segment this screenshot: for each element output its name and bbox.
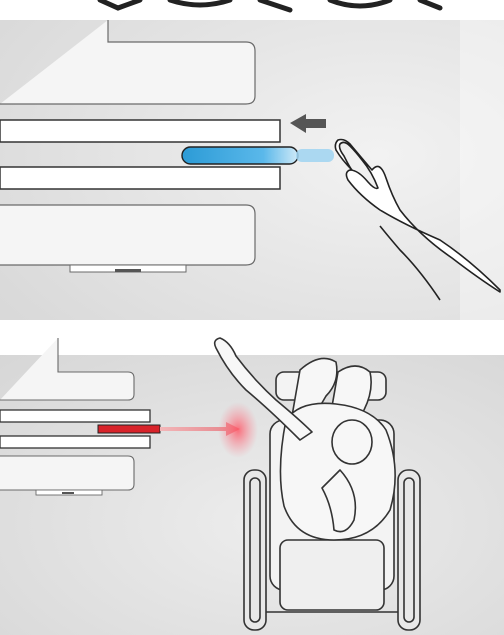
rail-bottom [0, 166, 281, 190]
hand-icon [334, 138, 501, 301]
arrow-left-icon [290, 114, 326, 133]
person-reaching-icon [213, 337, 396, 541]
lower-cabinet-small [0, 455, 135, 491]
magenta-glow [0, 190, 30, 380]
top-panel [0, 20, 504, 320]
sensor-bar-red [97, 424, 161, 434]
bottom-panel [0, 337, 504, 635]
upper-cabinet-outline [0, 20, 256, 105]
upper-cabinet-small [0, 338, 135, 401]
cropped-title-glyphs [97, 0, 443, 13]
lower-cabinet-outline [0, 204, 256, 266]
rail-top [0, 119, 281, 143]
sensor-bar-blue [181, 146, 299, 165]
